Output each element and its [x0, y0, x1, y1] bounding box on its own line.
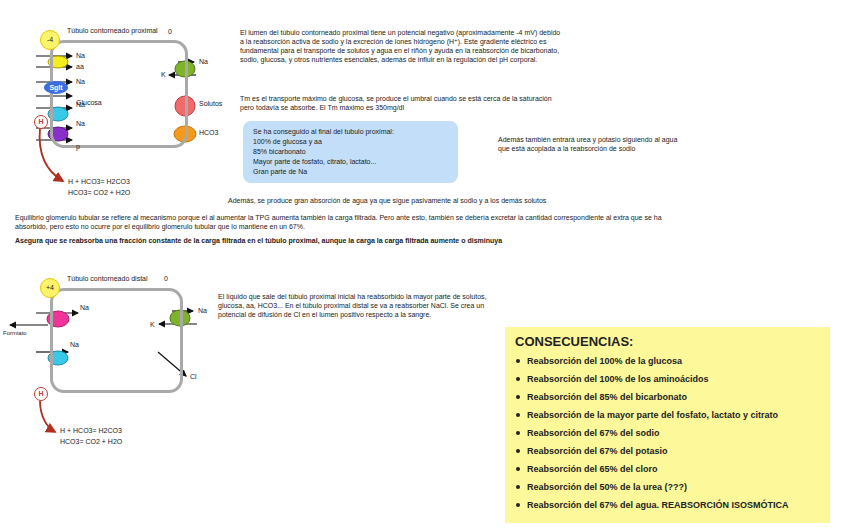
- node-text: +4: [46, 284, 54, 292]
- ion-label: HCO3: [199, 128, 218, 137]
- ion-label: Na: [76, 77, 85, 86]
- potential-zero: 0: [168, 27, 172, 36]
- node-text: Sglt: [49, 84, 62, 92]
- note-paragraph: Equilibrio glomerulo tubular se refiere …: [15, 213, 695, 231]
- ion-label: p: [76, 142, 80, 151]
- node-text: Mayor parte de fosfato, citrato, lactato…: [253, 157, 448, 167]
- ion-label: Na: [199, 57, 208, 66]
- node-text: 85% bicarbonato: [253, 147, 448, 157]
- node-text: Se ha conseguido al final del tubulo pro…: [253, 127, 448, 137]
- node-text: H: [38, 390, 43, 398]
- tubule-outline: Túbulo contorneado proximal-4SgltH: [50, 40, 188, 148]
- ion-label: Na: [80, 303, 89, 312]
- bullet-item: Reabsorción del 50% de la urea (???): [515, 481, 820, 493]
- bullet-item: Reabsorción del 67% del sodio: [515, 427, 820, 439]
- ion-label: Formiato: [3, 329, 27, 338]
- note-line: Además, se produce gran absorción de agu…: [228, 196, 648, 205]
- bullet-item: Reabsorción del 100% de los aminoácidos: [515, 373, 820, 385]
- bullet-item: Reabsorción del 67% del potasio: [515, 445, 820, 457]
- potential-zero: 0: [164, 274, 168, 283]
- solute-label: Solutos: [199, 99, 222, 108]
- note-paragraph: Tm es el transporte máximo de glucosa, s…: [240, 94, 565, 112]
- ion-label: K: [150, 320, 155, 329]
- ion-label: Na: [76, 51, 85, 60]
- ion-label: Na: [76, 100, 85, 109]
- transporter-oval: Sglt: [44, 81, 68, 94]
- equation: HCO3= CO2 + H2O: [68, 188, 130, 197]
- box-heading: CONSECUENCIAS:: [515, 333, 820, 350]
- tubule-title: Túbulo contorneado proximal: [67, 26, 158, 35]
- consequences-box: CONSECUENCIAS: Reabsorción del 100% de la…: [505, 327, 830, 523]
- potential-badge: +4: [40, 278, 60, 298]
- node-text: -4: [47, 36, 53, 44]
- potential-badge: -4: [40, 30, 60, 50]
- ion-label: Na: [198, 306, 207, 315]
- note-paragraph: El lumen del túbulo contorneado proximal…: [240, 28, 565, 64]
- equation: H + HCO3= H2CO3: [68, 177, 130, 186]
- note-paragraph: El líquido que sale del túbulo proximal …: [218, 292, 493, 319]
- ion-label: Cl: [190, 372, 197, 381]
- ion-label: K: [161, 70, 166, 79]
- summary-box: Se ha conseguido al final del tubulo pro…: [243, 121, 458, 183]
- node-text: Gran parte de Na: [253, 167, 448, 177]
- proton-circle: H: [34, 387, 48, 401]
- bullet-item: Reabsorción del 85% del bicarbonato: [515, 391, 820, 403]
- node-text: H: [38, 118, 43, 126]
- bullet-item: Reabsorción del 100% de la glucosa: [515, 355, 820, 367]
- ion-label: Na: [70, 340, 79, 349]
- equation: H + HCO3= H2CO3: [60, 426, 122, 435]
- tubule-outline: Túbulo contorneado distal+4H: [50, 288, 183, 393]
- equation: HCO3= CO2 + H2O: [60, 437, 122, 446]
- ion-label: Na: [76, 119, 85, 128]
- bullet-item: Reabsorción del 65% del cloro: [515, 463, 820, 475]
- bullet-item: Reabsorción del 67% del agua. REABSORCIÓ…: [515, 499, 820, 511]
- proton-circle: H: [34, 115, 48, 129]
- bullet-item: Reabsorción de la mayor parte del fosfat…: [515, 409, 820, 421]
- tubule-title: Túbulo contorneado distal: [67, 274, 148, 283]
- ion-label: aa: [76, 62, 84, 71]
- side-note: Además también entrará urea y potasio si…: [498, 135, 683, 153]
- note-paragraph: Asegura que se reabsorba una fracción co…: [15, 236, 715, 245]
- node-text: 100% de glucosa y aa: [253, 137, 448, 147]
